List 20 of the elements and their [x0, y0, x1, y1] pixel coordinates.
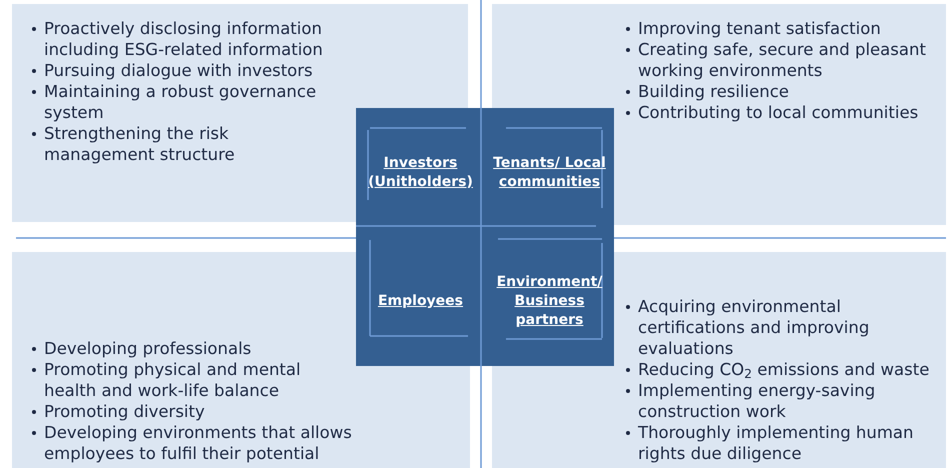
- stakeholder-label: Investors (Unitholders): [367, 154, 474, 192]
- stakeholder-label: Tenants/ Local communities: [492, 154, 607, 192]
- bullet-text: Building resilience: [638, 81, 790, 102]
- bullet-text: Developing professionals: [44, 338, 252, 359]
- bullet-text: Strengthening the risk management structure: [44, 123, 236, 165]
- bullet-text: Implementing energy-saving construction work: [638, 380, 876, 422]
- bullet-text: Maintaining a robust governance system: [44, 81, 318, 123]
- stakeholder-square: [356, 108, 614, 366]
- bullet-text: Improving tenant satisfaction: [638, 18, 882, 39]
- stakeholder-label: Employees: [376, 292, 464, 311]
- bullet-text: Developing environments that allows employees to fulfil their potential: [44, 422, 353, 464]
- bullet-text: Pursuing dialogue with investors: [44, 60, 314, 81]
- bullet-text: Promoting diversity: [44, 401, 206, 422]
- bullet-text: Proactively disclosing information including ESG-related information: [44, 18, 324, 60]
- bullet-text: Contributing to local communities: [638, 102, 920, 123]
- bullet-text: Thoroughly implementing human rights due diligence: [638, 422, 914, 464]
- bullet-text: Creating safe, secure and pleasant working environments: [638, 39, 927, 81]
- stakeholder-label: Environment/ Business partners: [496, 273, 604, 330]
- bullet-text: Reducing CO$_{2}$ emissions and waste: [638, 359, 930, 380]
- bullet-text: Promoting physical and mental health and work-life balance: [44, 359, 302, 401]
